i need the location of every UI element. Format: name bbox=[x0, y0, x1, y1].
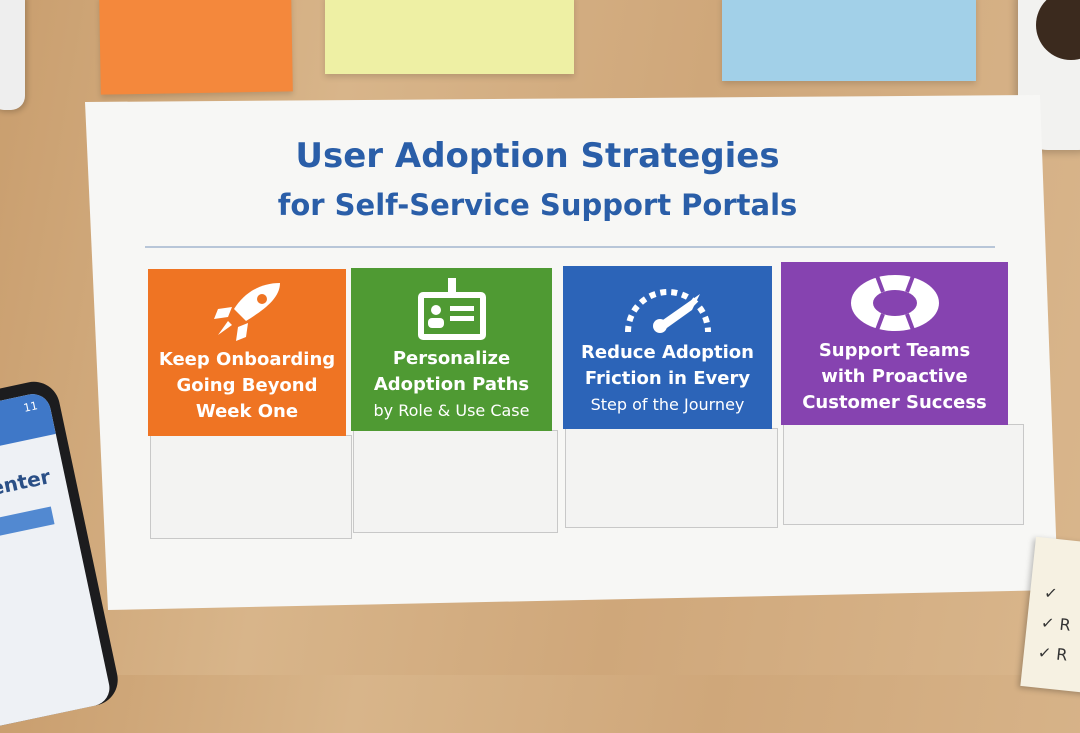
card-notes-area bbox=[353, 430, 558, 533]
strategy-card-friction: Reduce Adoption Friction in Every Step o… bbox=[563, 266, 778, 528]
card-title-line: Support Teams bbox=[818, 340, 971, 361]
phone-heading: Center bbox=[0, 464, 53, 504]
poster-title: User Adoption Strategies bbox=[295, 136, 780, 176]
orange-sticky-note bbox=[99, 0, 293, 95]
strategy-card-personalize: Personalize Adoption Paths by Role & Use… bbox=[351, 268, 558, 533]
card-notes-area bbox=[783, 424, 1024, 525]
phone-search-bar[interactable] bbox=[0, 506, 55, 550]
card-title-line: with Proactive bbox=[821, 366, 968, 387]
poster-subtitle: for Self-Service Support Portals bbox=[277, 188, 798, 222]
card-notes-area bbox=[150, 435, 352, 539]
rocket-icon bbox=[214, 283, 280, 341]
card-title-line: Going Beyond bbox=[176, 375, 318, 396]
phone-header: 11 bbox=[0, 390, 56, 463]
card-title-line: Friction in Every bbox=[584, 368, 751, 389]
id-badge-icon bbox=[417, 278, 486, 340]
lifebuoy-icon bbox=[850, 275, 939, 331]
strategy-card-onboarding: Keep Onboarding Going Beyond Week One bbox=[148, 269, 352, 539]
card-title-line: Keep Onboarding bbox=[158, 349, 336, 370]
card-subtitle: Step of the Journey bbox=[590, 395, 745, 414]
card-title-line: Adoption Paths bbox=[373, 374, 530, 395]
card-title-line: Customer Success bbox=[802, 392, 987, 413]
card-title-line: Reduce Adoption bbox=[581, 342, 754, 363]
strategy-card-support: Support Teams with Proactive Customer Su… bbox=[781, 262, 1024, 525]
card-subtitle: by Role & Use Case bbox=[373, 401, 530, 420]
yellow-sticky-note bbox=[325, 0, 574, 74]
plant-pot bbox=[0, 0, 25, 110]
card-title-line: Personalize bbox=[392, 348, 511, 369]
speedometer-icon bbox=[624, 289, 711, 333]
blue-sticky-note bbox=[722, 0, 976, 81]
card-notes-area bbox=[565, 428, 778, 528]
card-title-line: Week One bbox=[195, 401, 299, 422]
phone-status: 11 bbox=[22, 399, 39, 415]
title-divider bbox=[145, 246, 995, 248]
checklist-item: ✓ R bbox=[1036, 642, 1069, 665]
